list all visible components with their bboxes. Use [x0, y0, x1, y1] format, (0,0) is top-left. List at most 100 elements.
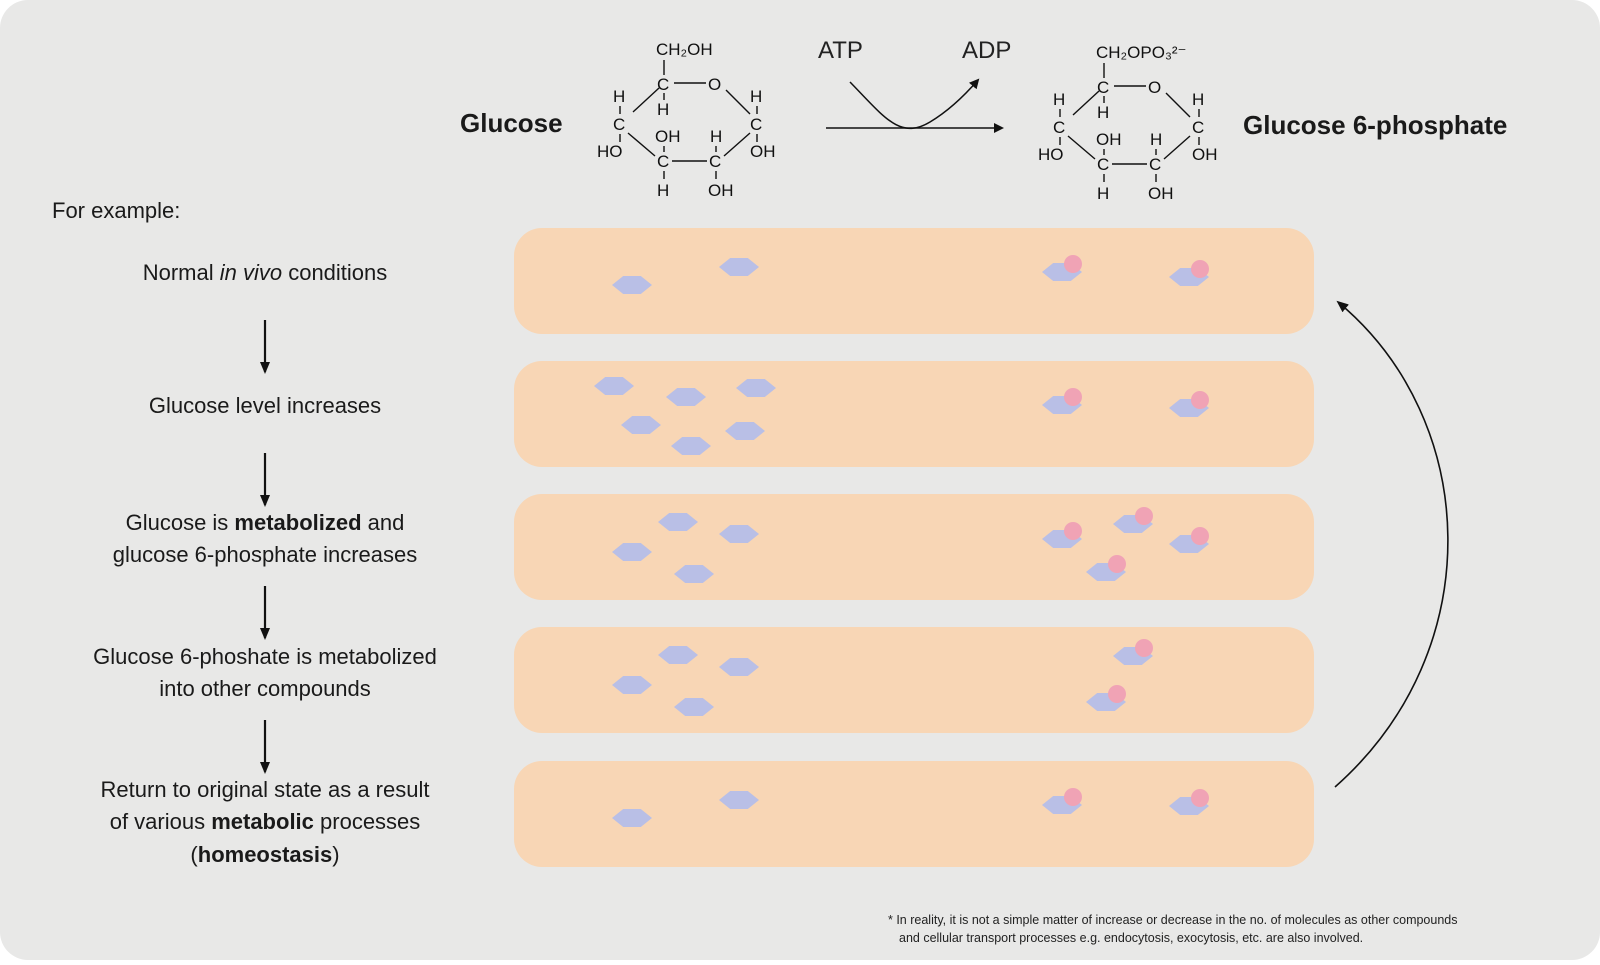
step-1-text-line-1: Normal in vivo conditions [143, 260, 388, 285]
phosphate-group [1108, 555, 1126, 573]
phosphate-group [1064, 522, 1082, 540]
glucose-6-phosphate-molecule [1042, 788, 1082, 814]
glucose-molecule [594, 377, 634, 395]
glucose-molecule [719, 525, 759, 543]
step-2-text-line-1: Glucose level increases [149, 393, 381, 418]
g6p-ch2opo3: CH₂OPO₃²⁻ [1096, 43, 1187, 62]
glucose-molecule [674, 565, 714, 583]
glucose-6-phosphate-molecule [1169, 260, 1209, 286]
glucose-6-phosphate-molecule [1169, 391, 1209, 417]
g6p-title: Glucose 6-phosphate [1243, 110, 1507, 140]
glucose-6-phosphate-molecule [1169, 527, 1209, 553]
footnote-line1: * In reality, it is not a simple matter … [888, 913, 1458, 927]
g6p-c3: C [1097, 155, 1109, 174]
footnote-line2: and cellular transport processes e.g. en… [899, 931, 1363, 945]
glucose-6-phosphate-molecule [1086, 555, 1126, 581]
cell-5 [514, 761, 1314, 867]
glucose-6-phosphate-molecule [1169, 789, 1209, 815]
g6p-c5: C [1097, 78, 1109, 97]
phosphate-group [1191, 260, 1209, 278]
glucose-title: Glucose [460, 108, 563, 138]
glucose-molecule [674, 698, 714, 716]
glucose-molecule [736, 379, 776, 397]
step-5-text-line-1: Return to original state as a result [101, 777, 430, 802]
glucose-molecule [671, 437, 711, 455]
glucose-6-phosphate-molecule [1113, 639, 1153, 665]
glucose-c1-oh: OH [750, 142, 776, 161]
glucose-ch2oh: CH₂OH [656, 40, 713, 59]
glucose-molecule [621, 416, 661, 434]
g6p-c4-oh: HO [1038, 145, 1064, 164]
glucose-c4-h: H [613, 87, 625, 106]
step-4-text-line-1: Glucose 6-phoshate is metabolized [93, 644, 437, 669]
glucose-c5: C [657, 75, 669, 94]
glucose-c4: C [613, 115, 625, 134]
g6p-c1-oh: OH [1192, 145, 1218, 164]
cofactor-arrow [849, 78, 980, 130]
glucose-molecule [666, 388, 706, 406]
glucose-c2-h: H [710, 127, 722, 146]
glucose-6-phosphate-molecule [1113, 507, 1153, 533]
phosphate-group [1108, 685, 1126, 703]
g6p-c4: C [1053, 118, 1065, 137]
g6p-structure: CH₂OPO₃²⁻ C O H H C HO H C OH OH C C H H… [1038, 43, 1218, 203]
cell-2 [514, 361, 1314, 467]
glucose-c2-oh: OH [708, 181, 734, 200]
atp-label: ATP [818, 37, 863, 64]
glucose-molecule [719, 658, 759, 676]
g6p-c5-h: H [1097, 103, 1109, 122]
step-5-text-line-2: of various metabolic processes [110, 809, 421, 834]
phosphate-group [1064, 788, 1082, 806]
glucose-c1-h: H [750, 87, 762, 106]
glucose-c2: C [709, 152, 721, 171]
cell-rows [514, 228, 1314, 867]
step-3-text-line-1: Glucose is metabolized and [126, 510, 405, 535]
glucose-molecule [658, 513, 698, 531]
glucose-ring-o: O [708, 75, 721, 94]
glucose-molecule [612, 676, 652, 694]
cell-1 [514, 228, 1314, 334]
step-5-text-line-3: (homeostasis) [190, 842, 339, 867]
step-3-text-line-2: glucose 6-phosphate increases [113, 542, 418, 567]
glucose-c4-oh: HO [597, 142, 623, 161]
glucose-molecule [658, 646, 698, 664]
glucose-6-phosphate-molecule [1086, 685, 1126, 711]
glucose-molecule [612, 543, 652, 561]
glucose-molecule [719, 258, 759, 276]
glucose-c5-h: H [657, 100, 669, 119]
glucose-c3-oh: OH [655, 127, 681, 146]
glucose-6-phosphate-molecule [1042, 522, 1082, 548]
glucose-molecule [612, 809, 652, 827]
g6p-c3-h: H [1097, 184, 1109, 203]
g6p-c1: C [1192, 118, 1204, 137]
glucose-molecule [719, 791, 759, 809]
step-4-text-line-2: into other compounds [159, 676, 371, 701]
glucose-molecule [612, 276, 652, 294]
reaction-arrow: ATP ADP [818, 37, 1011, 133]
phosphate-group [1191, 391, 1209, 409]
g6p-c2-h: H [1150, 130, 1162, 149]
glucose-6-phosphate-molecule [1042, 255, 1082, 281]
glucose-c3: C [657, 152, 669, 171]
glucose-c1: C [750, 115, 762, 134]
g6p-c3-oh: OH [1096, 130, 1122, 149]
homeostasis-return-arrow [1334, 300, 1449, 788]
g6p-c1-h: H [1192, 90, 1204, 109]
glucose-c3-h: H [657, 181, 669, 200]
phosphate-group [1135, 639, 1153, 657]
g6p-c2-oh: OH [1148, 184, 1174, 203]
phosphate-group [1135, 507, 1153, 525]
phosphate-group [1064, 388, 1082, 406]
glucose-molecule [725, 422, 765, 440]
phosphate-group [1191, 789, 1209, 807]
glucose-structure: CH₂OH C O H H C HO H C OH OH C C H H OH [597, 40, 776, 200]
g6p-ring-o: O [1148, 78, 1161, 97]
g6p-c2: C [1149, 155, 1161, 174]
intro-label: For example: [52, 198, 180, 223]
glucose-6-phosphate-molecule [1042, 388, 1082, 414]
adp-label: ADP [962, 37, 1011, 64]
g6p-c4-h: H [1053, 90, 1065, 109]
phosphate-group [1064, 255, 1082, 273]
